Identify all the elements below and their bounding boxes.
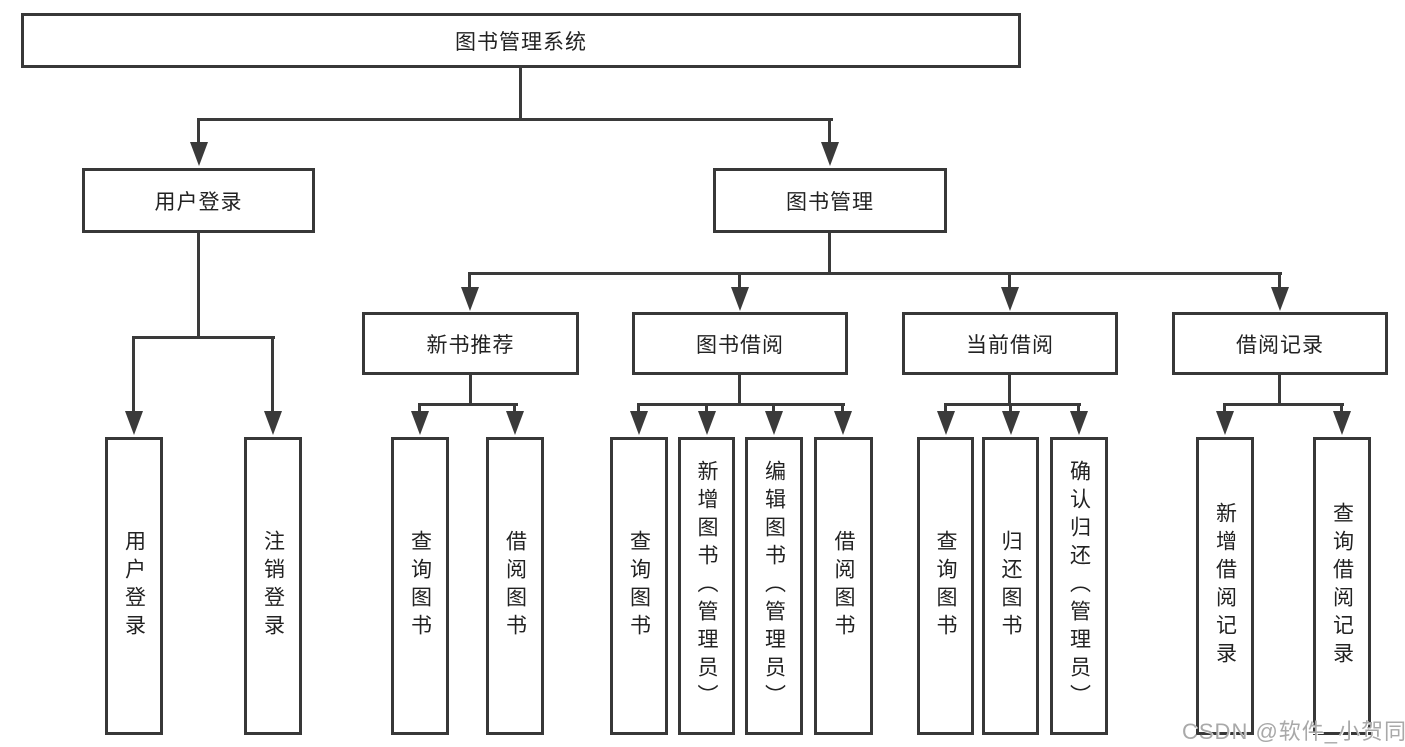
leaf-query-borrow-record-label: 查询借阅记录 (1330, 502, 1354, 670)
leaf-edit-books-admin: 编辑图书（管理员） (745, 437, 803, 735)
connector-shaft-leaf (513, 403, 516, 413)
arrow-down-icon (765, 411, 783, 435)
leaf-borrow-books-label: 借阅图书 (832, 530, 855, 642)
leaf-edit-books-admin-label: 编辑图书（管理员） (762, 460, 786, 712)
connector-level2-rail (468, 272, 1282, 275)
node-user-login: 用户登录 (82, 168, 315, 233)
arrow-down-icon (125, 411, 143, 435)
connector-group-rail (1223, 403, 1344, 406)
connector-root-stem (519, 66, 522, 118)
leaf-query-books-borrowing: 查询图书 (610, 437, 668, 735)
leaf-return-books-label: 归还图书 (999, 530, 1022, 642)
leaf-borrow-books-borrowing: 借阅图书 (814, 437, 873, 735)
arrow-down-icon (1002, 411, 1020, 435)
connector-group-stem (469, 375, 472, 405)
connector-level1-rail (197, 118, 833, 121)
csdn-watermark: CSDN @软件_小贺同学 (1182, 719, 1405, 744)
leaf-borrow-books-recommend: 借阅图书 (486, 437, 544, 735)
connector-shaft-book-management (828, 118, 831, 146)
node-new-book-recommendation-label: 新书推荐 (426, 333, 515, 357)
node-library-management-system: 图书管理系统 (21, 13, 1021, 68)
arrow-down-icon (506, 411, 524, 435)
connector-group-stem (1008, 375, 1011, 405)
leaf-confirm-return-admin: 确认归还（管理员） (1050, 437, 1108, 735)
arrow-down-icon (821, 142, 839, 166)
leaf-borrow-books-label: 借阅图书 (503, 530, 527, 642)
node-current-borrowing-label: 当前借阅 (966, 333, 1054, 357)
connector-shaft-leaf (1009, 403, 1012, 413)
leaf-add-borrow-record: 新增借阅记录 (1196, 437, 1254, 735)
leaf-query-books-recommend: 查询图书 (391, 437, 449, 735)
arrow-down-icon (1216, 411, 1234, 435)
leaf-user-login: 用户登录 (105, 437, 163, 735)
leaf-query-books-label: 查询图书 (934, 530, 957, 642)
leaf-query-borrow-record: 查询借阅记录 (1313, 437, 1371, 735)
node-current-borrowing: 当前借阅 (902, 312, 1118, 375)
connector-book-management-stem (828, 233, 831, 274)
connector-user-login-rail (132, 336, 275, 339)
node-library-management-system-label: 图书管理系统 (455, 30, 587, 54)
node-borrowing-records: 借阅记录 (1172, 312, 1388, 375)
connector-shaft-leaf (637, 403, 640, 413)
arrow-down-icon (937, 411, 955, 435)
connector-shaft-user-login (197, 118, 200, 146)
connector-shaft-leaf (271, 336, 274, 411)
connector-shaft-leaf (418, 403, 421, 413)
leaf-user-login-label: 用户登录 (122, 530, 146, 642)
connector-shaft-group (1008, 272, 1011, 288)
node-book-management-label: 图书管理 (786, 190, 874, 214)
arrow-down-icon (1001, 287, 1019, 311)
leaf-add-books-admin: 新增图书（管理员） (678, 437, 735, 735)
arrow-down-icon (731, 287, 749, 311)
connector-shaft-leaf (1340, 403, 1343, 413)
leaf-logout: 注销登录 (244, 437, 302, 735)
leaf-logout-label: 注销登录 (261, 530, 285, 642)
node-book-management: 图书管理 (713, 168, 947, 233)
arrow-down-icon (411, 411, 429, 435)
node-book-borrowing: 图书借阅 (632, 312, 848, 375)
leaf-query-books-current: 查询图书 (917, 437, 974, 735)
leaf-add-borrow-record-label: 新增借阅记录 (1213, 502, 1237, 670)
connector-shaft-group (468, 272, 471, 288)
connector-shaft-leaf (132, 336, 135, 411)
node-user-login-label: 用户登录 (154, 190, 243, 214)
connector-shaft-group (738, 272, 741, 288)
connector-group-rail (944, 403, 1081, 406)
arrow-down-icon (1333, 411, 1351, 435)
connector-shaft-leaf (944, 403, 947, 413)
connector-group-rail (637, 403, 845, 406)
arrow-down-icon (461, 287, 479, 311)
connector-group-stem (738, 375, 741, 405)
connector-group-stem (1278, 375, 1281, 405)
connector-shaft-group (1278, 272, 1281, 288)
node-borrowing-records-label: 借阅记录 (1236, 333, 1324, 357)
leaf-add-books-admin-label: 新增图书（管理员） (695, 460, 718, 712)
node-new-book-recommendation: 新书推荐 (362, 312, 579, 375)
connector-user-login-stem (197, 233, 200, 336)
arrow-down-icon (264, 411, 282, 435)
leaf-query-books-label: 查询图书 (627, 530, 651, 642)
leaf-query-books-label: 查询图书 (408, 530, 432, 642)
connector-shaft-leaf (1223, 403, 1226, 413)
connector-group-rail (418, 403, 518, 406)
connector-shaft-leaf (772, 403, 775, 413)
connector-shaft-leaf (705, 403, 708, 413)
node-book-borrowing-label: 图书借阅 (696, 333, 784, 357)
arrow-down-icon (1271, 287, 1289, 311)
arrow-down-icon (190, 142, 208, 166)
arrow-down-icon (698, 411, 716, 435)
arrow-down-icon (630, 411, 648, 435)
connector-shaft-leaf (1077, 403, 1080, 413)
arrow-down-icon (834, 411, 852, 435)
leaf-return-books: 归还图书 (982, 437, 1039, 735)
connector-shaft-leaf (841, 403, 844, 413)
leaf-confirm-return-admin-label: 确认归还（管理员） (1067, 460, 1091, 712)
arrow-down-icon (1070, 411, 1088, 435)
